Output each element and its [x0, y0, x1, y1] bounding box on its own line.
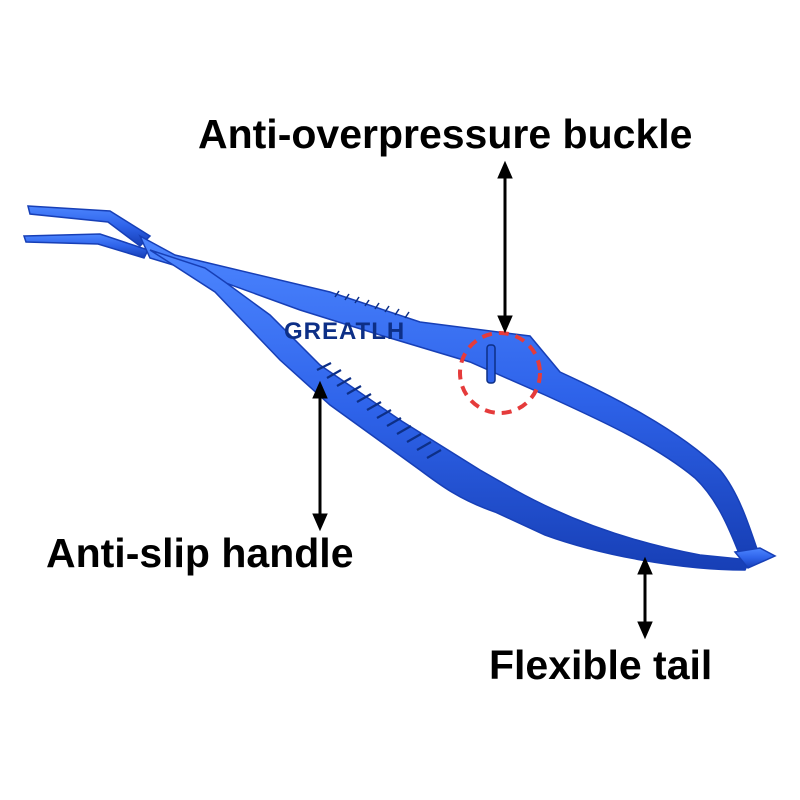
lower-blade: [22, 233, 150, 259]
buckle-arrow: [497, 160, 513, 334]
handle-arrow: [312, 380, 328, 532]
buckle-pin: [486, 344, 496, 384]
flexible-tail-label: Flexible tail: [489, 642, 713, 688]
flexible-tail-tip: [733, 547, 777, 569]
upper-serration: [334, 290, 410, 319]
anti-overpressure-buckle-label: Anti-overpressure buckle: [198, 111, 693, 157]
tail-arrow: [637, 556, 653, 640]
buckle-highlight-circle: [458, 331, 542, 415]
brand-watermark: GREATLH: [284, 318, 406, 345]
lower-handle-arm: [149, 249, 752, 571]
upper-handle-arm: [138, 234, 759, 557]
upper-blade: [27, 205, 152, 247]
grip-pattern: [316, 362, 442, 459]
anti-slip-handle-label: Anti-slip handle: [46, 530, 354, 576]
